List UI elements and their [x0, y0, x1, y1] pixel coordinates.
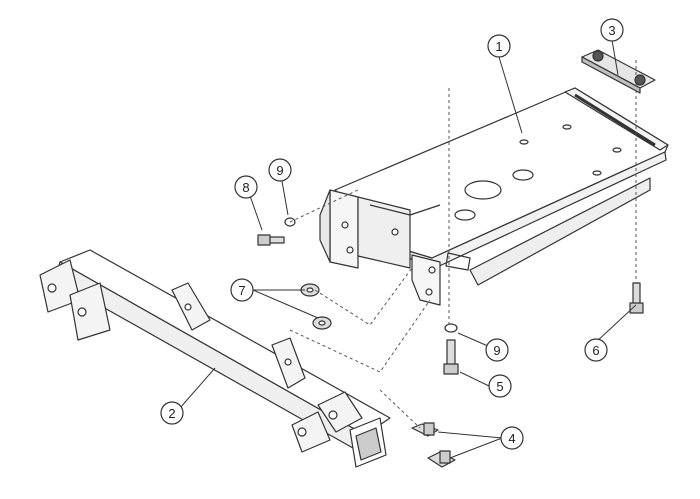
svg-text:9: 9 — [276, 163, 283, 178]
main-mounting-plate — [319, 87, 669, 306]
callout-7: 7 — [230, 278, 254, 302]
callout-1: 1 — [487, 34, 511, 58]
svg-text:3: 3 — [608, 23, 615, 38]
right-flange — [411, 254, 441, 306]
svg-text:8: 8 — [242, 180, 249, 195]
svg-text:9: 9 — [493, 343, 500, 358]
callout-6: 6 — [584, 338, 608, 362]
bolt-4-lower — [427, 450, 456, 468]
svg-text:4: 4 — [508, 431, 515, 446]
assembly-lines — [289, 60, 637, 429]
callout-9-lower: 9 — [485, 338, 509, 362]
svg-text:7: 7 — [238, 283, 245, 298]
nut-7-lower — [312, 316, 332, 330]
callout-9-upper: 9 — [268, 158, 292, 182]
nut-7-upper — [300, 283, 320, 297]
svg-text:1: 1 — [495, 39, 502, 54]
clamp-bar — [581, 49, 656, 94]
washer-9-lower — [444, 323, 458, 333]
svg-text:6: 6 — [592, 343, 599, 358]
bolt-4-upper — [411, 422, 439, 437]
callout-5: 5 — [488, 374, 512, 398]
tube-crossbar — [39, 249, 391, 468]
svg-text:2: 2 — [168, 406, 175, 421]
callout-8: 8 — [234, 175, 258, 199]
callout-3: 3 — [600, 18, 624, 42]
callout-4: 4 — [500, 426, 524, 450]
callout-2: 2 — [160, 401, 184, 425]
svg-text:5: 5 — [496, 379, 503, 394]
bolt-5 — [443, 339, 459, 375]
large-hole — [464, 180, 502, 200]
bolt-8 — [257, 234, 285, 246]
